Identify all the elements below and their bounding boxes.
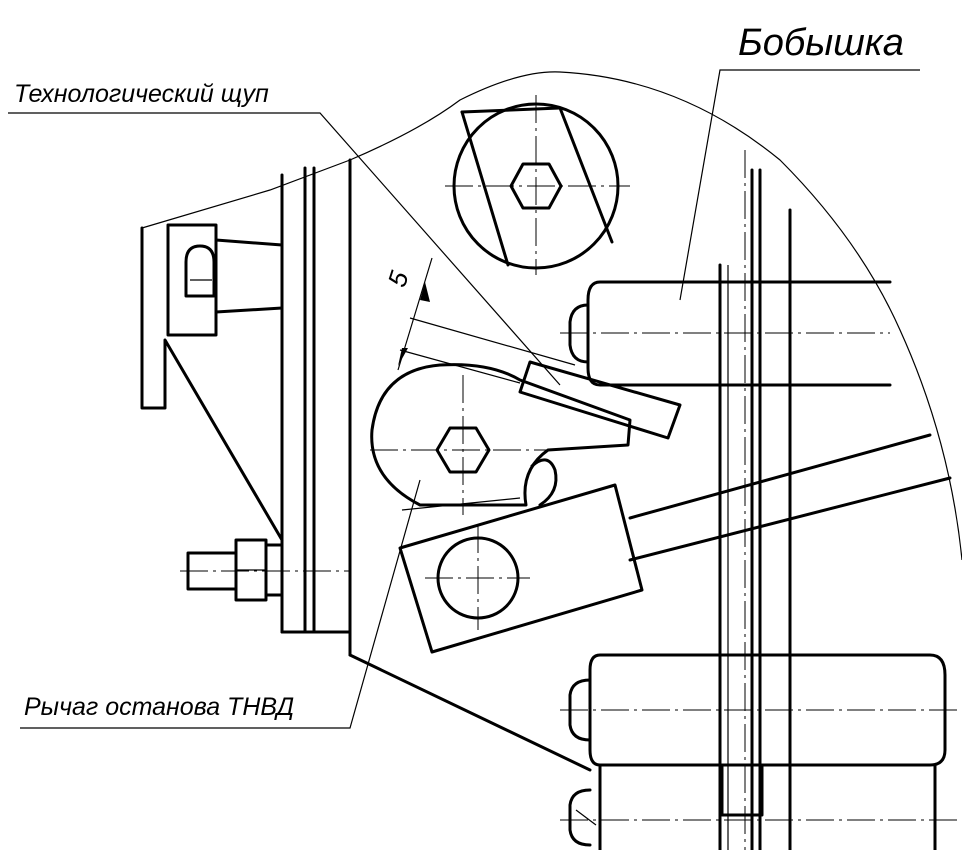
leader-probe xyxy=(8,112,561,386)
upper-boss xyxy=(560,280,892,387)
leader-lever xyxy=(20,479,421,729)
lever-block xyxy=(398,483,644,654)
left-bracket xyxy=(140,158,592,772)
technological-probe xyxy=(399,317,682,440)
upper-hex-bolt xyxy=(445,95,630,275)
left-bolt xyxy=(180,538,350,602)
label-boss: Бобышка xyxy=(738,22,904,64)
vertical-rails xyxy=(718,150,792,850)
label-probe: Технологический щуп xyxy=(14,80,269,108)
lever xyxy=(370,363,632,515)
leader-boss xyxy=(679,69,920,301)
gap-dimension xyxy=(397,257,433,371)
lower-boss xyxy=(560,653,962,767)
inclined-rod xyxy=(628,433,952,562)
label-lever: Рычаг останова ТНВД xyxy=(24,693,294,721)
break-contour xyxy=(141,71,962,561)
bottom-boss xyxy=(560,763,962,850)
label-gap: 5 xyxy=(382,267,415,291)
